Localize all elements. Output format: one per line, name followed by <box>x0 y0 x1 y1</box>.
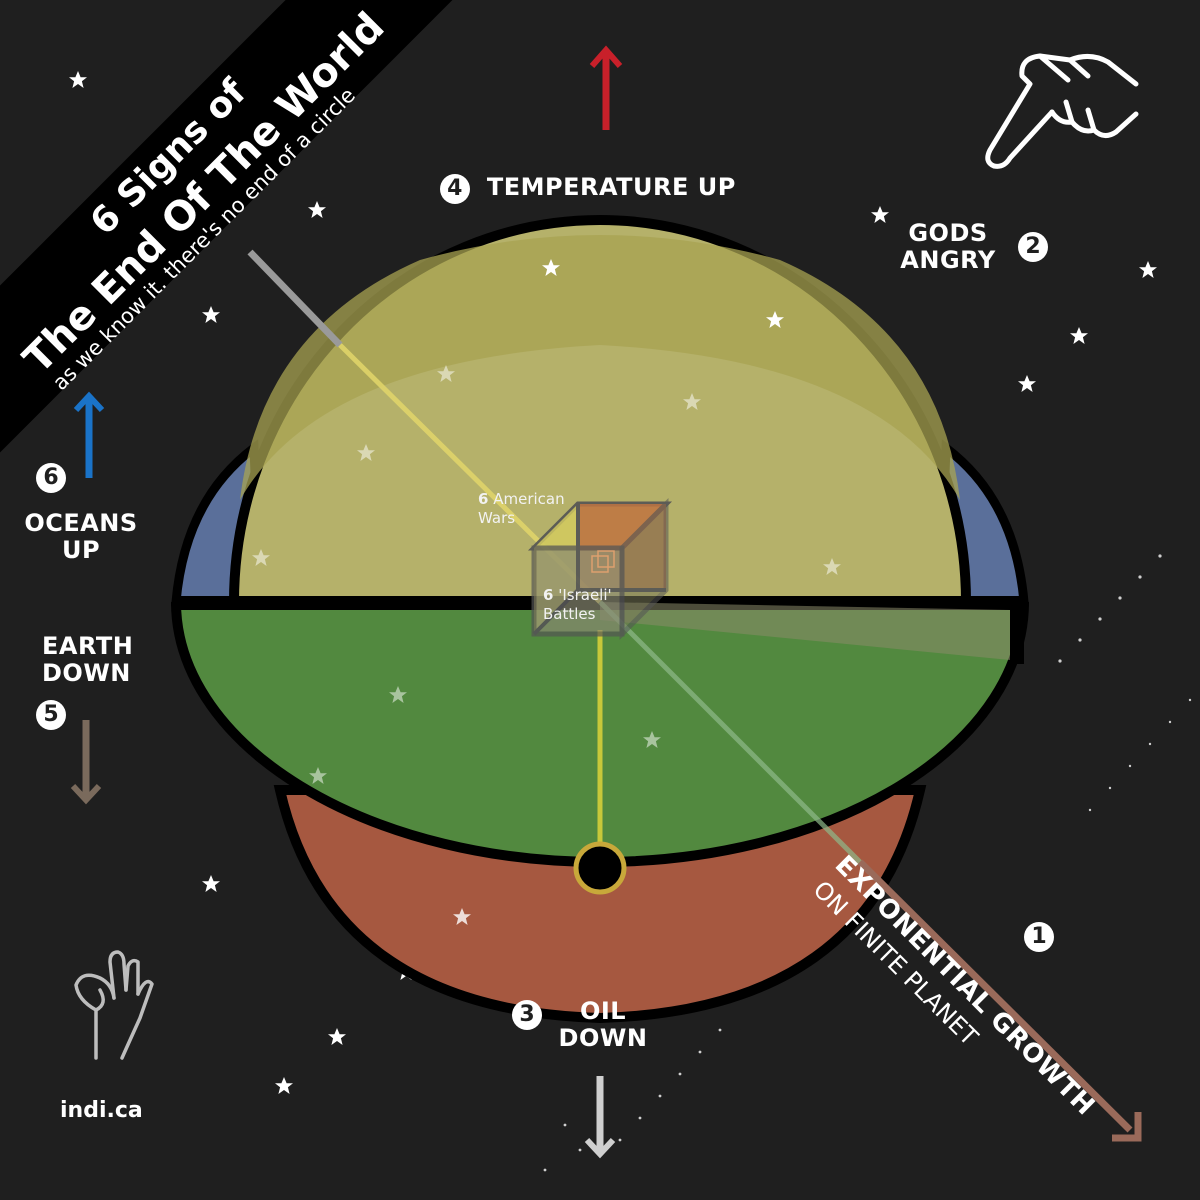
sign-line1: OCEANS <box>24 509 138 537</box>
wars-line2: Wars <box>478 508 516 527</box>
growth-arrow-head <box>1112 1112 1142 1142</box>
star-icon <box>1070 327 1088 344</box>
oil-arrow <box>584 1076 616 1159</box>
wars-line1: American <box>493 490 565 508</box>
american-wars-label: 6 American Wars <box>478 490 565 528</box>
wars-number: 6 <box>478 490 489 508</box>
sign-line2: UP <box>61 535 101 564</box>
growth-line-land <box>598 600 862 864</box>
star-icon <box>1139 261 1157 278</box>
sign-line1: GODS <box>908 219 988 247</box>
sign-gods: GODS ANGRY <box>898 220 998 274</box>
sign-number: 1 <box>1024 922 1054 952</box>
site-link[interactable]: indi.ca <box>60 1098 143 1123</box>
star-icon <box>69 71 87 88</box>
star-icon <box>275 1077 293 1094</box>
israeli-battles-label: 6 'Israeli' Battles <box>543 586 612 624</box>
star-icon <box>202 875 220 892</box>
sign-line2: DOWN <box>558 1023 648 1052</box>
sign-number: 2 <box>1018 232 1048 262</box>
dotted-trail <box>543 554 1192 1172</box>
sign-line1: EARTH <box>42 632 134 660</box>
central-cube <box>527 497 673 641</box>
star-icon <box>1018 375 1036 392</box>
sign-title: TEMPERATURE UP <box>486 173 736 201</box>
sign-line1: OIL <box>579 997 627 1025</box>
star-icon <box>308 201 326 218</box>
sign-temperature: 4 TEMPERATURE UP <box>440 174 736 204</box>
sign-number: 4 <box>440 174 470 204</box>
star-icon <box>328 1028 346 1045</box>
ok-hand-icon <box>74 950 154 1060</box>
oceans-arrow <box>73 391 105 478</box>
sign-line2: ANGRY <box>900 245 996 274</box>
temperature-arrow <box>589 45 623 130</box>
sign-number: 3 <box>512 1000 542 1030</box>
sign-oceans: OCEANS UP <box>16 510 146 564</box>
sign-number: 5 <box>36 700 66 730</box>
core-circle <box>573 841 627 895</box>
sign-number: 6 <box>36 463 66 493</box>
pointing-hand-icon <box>985 53 1139 169</box>
sign-earth: EARTH DOWN <box>42 633 133 687</box>
growth-arrow-shaft <box>857 859 1133 1133</box>
battles-line2: Battles <box>543 604 596 623</box>
sign-oil: OIL DOWN <box>548 998 658 1052</box>
battles-number: 6 <box>543 586 554 604</box>
growth-line-top <box>247 249 343 348</box>
battles-line1: 'Israeli' <box>558 586 612 604</box>
shadow-wedge <box>600 602 1010 660</box>
earth-arrow <box>70 720 102 805</box>
sign-line2: DOWN <box>42 658 131 687</box>
star-icon <box>202 306 220 323</box>
star-icon <box>871 206 889 223</box>
